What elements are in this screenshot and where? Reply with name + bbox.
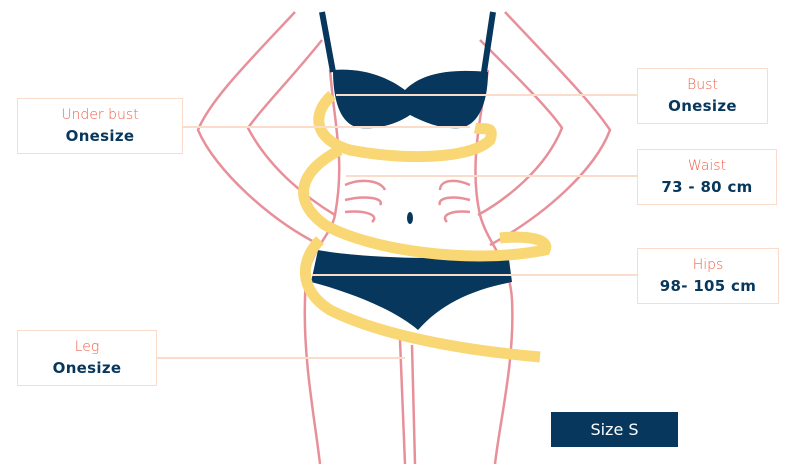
bust-box: Bust Onesize — [637, 68, 768, 124]
left-hand — [344, 179, 387, 223]
under-bust-value: Onesize — [65, 127, 135, 145]
right-hand — [438, 179, 471, 223]
navel — [407, 212, 413, 224]
hips-label: Hips — [692, 257, 724, 273]
under-bust-label: Under bust — [61, 107, 139, 123]
bust-label: Bust — [687, 77, 718, 93]
bra — [333, 69, 488, 129]
left-arm-outline — [196, 11, 321, 247]
hips-box: Hips 98- 105 cm — [637, 248, 779, 304]
under-bust-box: Under bust Onesize — [17, 98, 183, 154]
briefs — [311, 250, 512, 330]
bust-value: Onesize — [668, 97, 737, 115]
waist-value: 73 - 80 cm — [661, 178, 753, 196]
leg-label: Leg — [74, 339, 100, 355]
waist-box: Waist 73 - 80 cm — [637, 149, 777, 205]
size-s-button[interactable]: Size S — [551, 412, 678, 447]
hips-value: 98- 105 cm — [659, 277, 757, 295]
right-arm-outline — [489, 11, 612, 247]
waist-label: Waist — [687, 158, 727, 174]
leg-box: Leg Onesize — [17, 330, 157, 386]
leg-value: Onesize — [52, 359, 122, 377]
